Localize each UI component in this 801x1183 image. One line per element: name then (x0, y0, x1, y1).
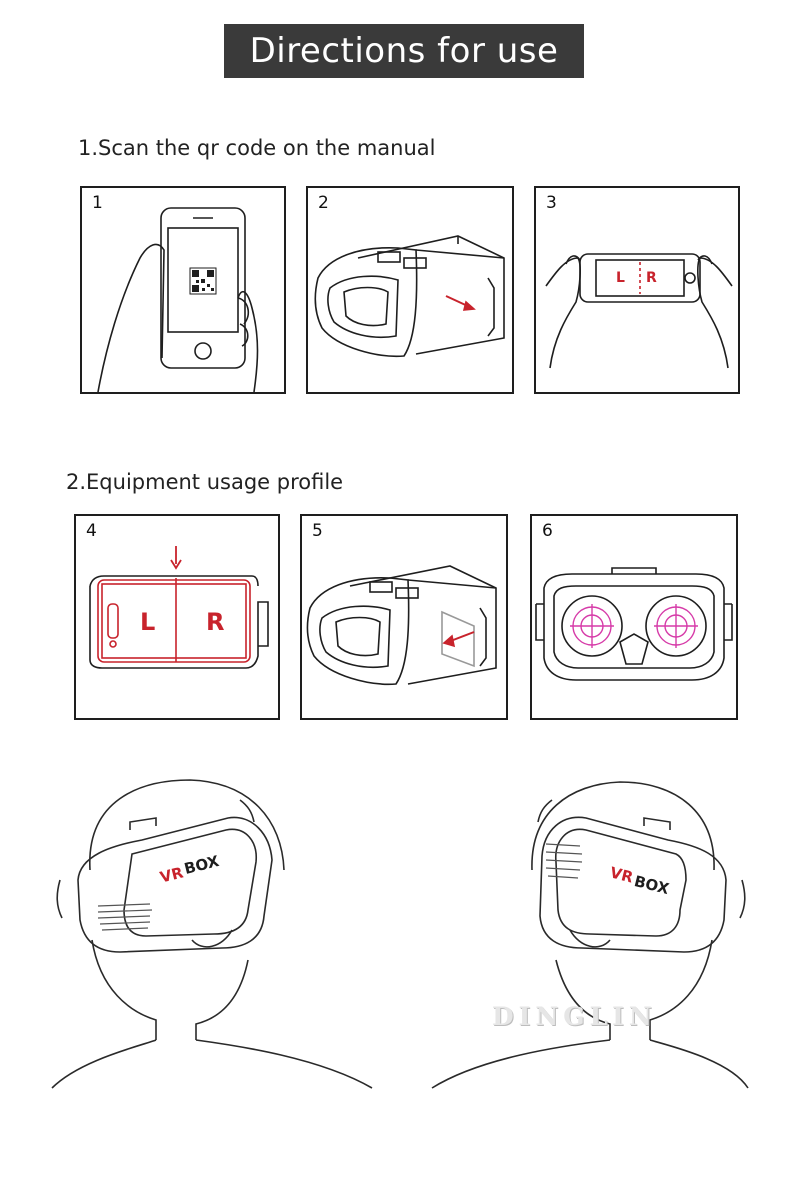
headset-brand-left-vr: VR (158, 863, 186, 887)
headset-brand-right-vr: VR (608, 863, 636, 887)
headset-brand-left-box: BOX (182, 852, 221, 878)
page-title: Directions for use (249, 31, 559, 71)
step-number: 5 (312, 521, 323, 541)
step-number: 3 (546, 193, 557, 213)
screen-label-right: R (206, 608, 225, 636)
step-panel-5: 5 (300, 514, 508, 720)
step-panel-3: 3 L R (534, 186, 740, 394)
step-panel-4: 4 L R (74, 514, 280, 720)
page-title-banner: Directions for use (224, 24, 584, 78)
step-panel-6: 6 (530, 514, 738, 720)
phone-in-tray-icon (89, 546, 269, 669)
section-heading-scan: 1.Scan the qr code on the manual (78, 136, 436, 160)
screen-label-right: R (646, 270, 657, 286)
headset-lenses-icon (535, 567, 733, 681)
hands-phone-landscape-icon (545, 253, 733, 369)
headset-brand-right-box: BOX (632, 872, 671, 898)
step-number: 2 (318, 193, 329, 213)
section-heading-usage: 2.Equipment usage profile (66, 470, 344, 494)
watermark: DINGLIN (492, 1002, 657, 1031)
head-left-icon (51, 779, 373, 1089)
screen-label-left: L (616, 270, 625, 286)
step-panel-2: 2 (306, 186, 514, 394)
hand-phone-qr-icon (97, 207, 259, 392)
screen-label-left: L (140, 608, 156, 636)
head-right-icon (431, 781, 749, 1089)
step-panel-1: 1 (80, 186, 286, 394)
headset-open-icon (314, 235, 505, 358)
step-number: 6 (542, 521, 553, 541)
step-number: 4 (86, 521, 97, 541)
headset-insert-icon (306, 565, 497, 686)
step-number: 1 (92, 193, 103, 213)
